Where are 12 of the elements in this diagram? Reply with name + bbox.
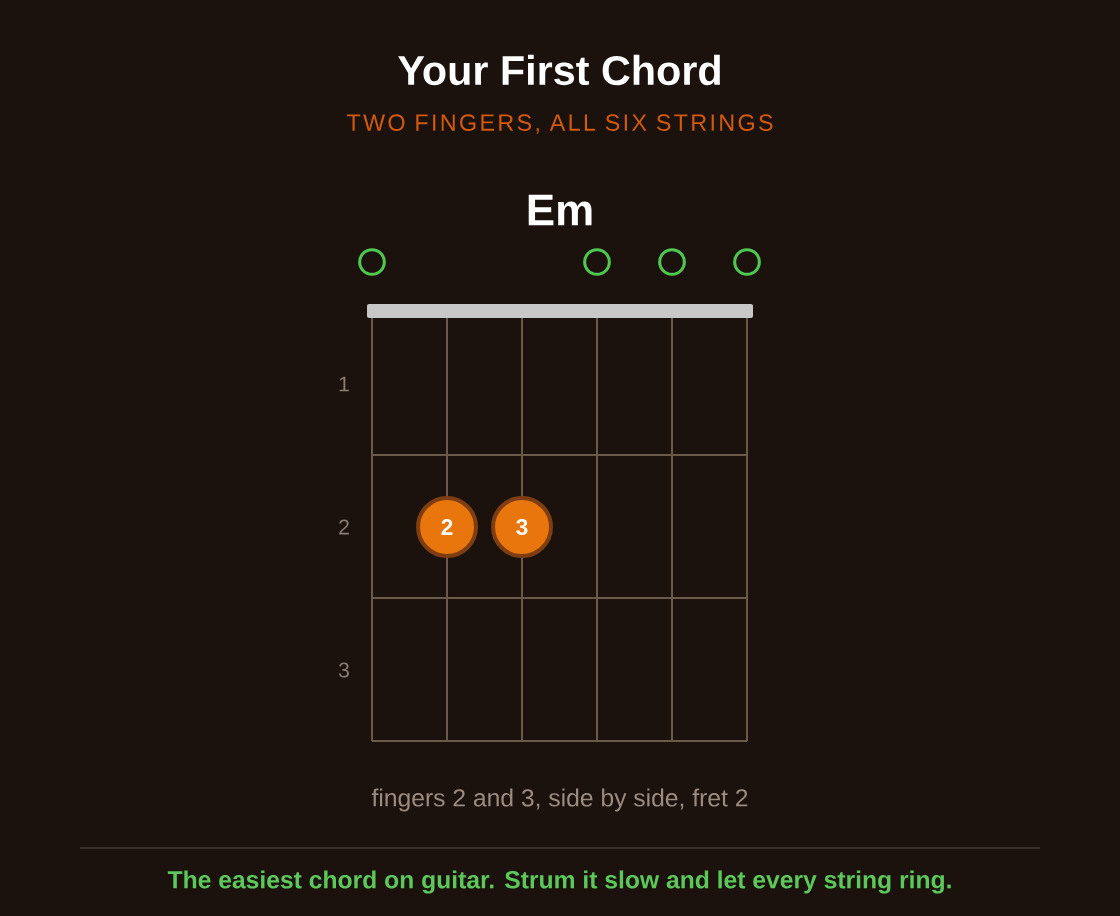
footer-note: The easiest chord on guitar. Strum it slow and let every string ring. xyxy=(167,870,951,894)
fret-number: 2 xyxy=(339,519,349,535)
open-string-ring xyxy=(658,248,686,276)
open-string-ring xyxy=(358,248,386,276)
chord-name: Em xyxy=(528,194,592,226)
chord-caption: fingers 2 and 3, side by side, fret 2 xyxy=(371,788,748,812)
open-string-ring xyxy=(583,248,611,276)
subtitle: TWO FINGERS, ALL SIX STRINGS xyxy=(347,114,773,134)
title: Your First Chord xyxy=(398,54,720,86)
fret-number: 3 xyxy=(338,662,349,678)
fret-number: 1 xyxy=(339,376,349,392)
open-string-ring xyxy=(733,248,761,276)
